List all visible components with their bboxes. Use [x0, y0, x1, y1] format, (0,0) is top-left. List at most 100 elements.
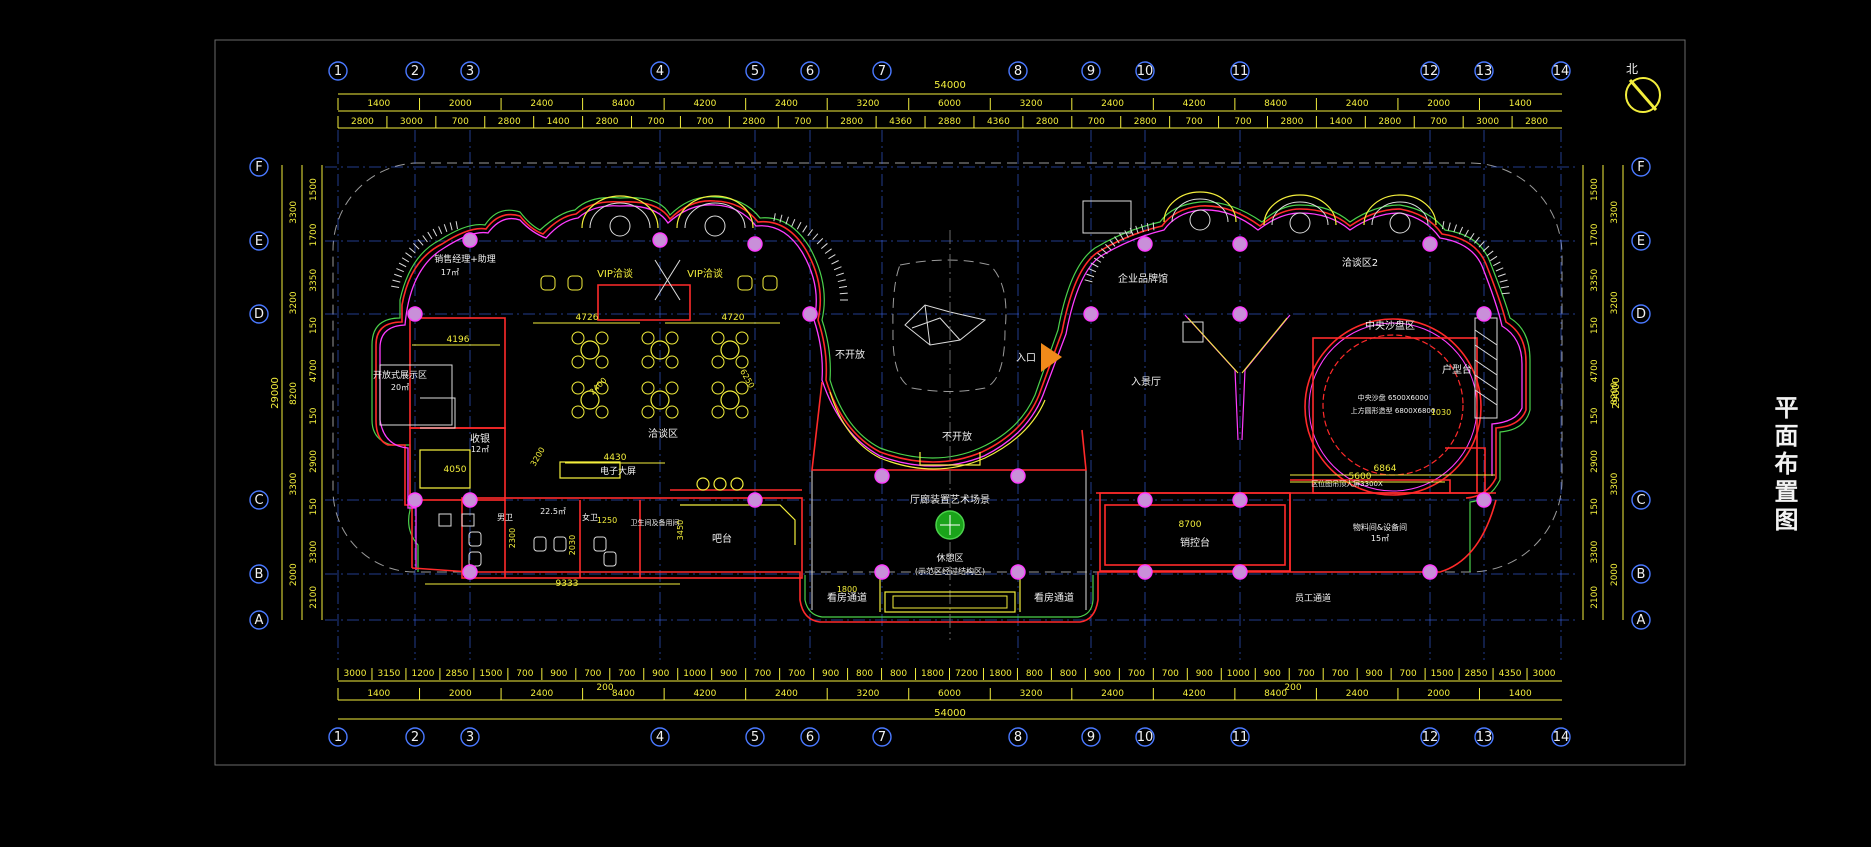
bottom-dimensions: 54000 200 200	[338, 680, 1562, 720]
axis-bubble-top-13: 13	[1474, 61, 1494, 81]
svg-text:13: 13	[1476, 64, 1493, 79]
bottom-dim1-22: 900	[1094, 669, 1111, 679]
bottom-dim1-26: 1000	[1227, 669, 1250, 679]
top-dim2-14: 2800	[1036, 117, 1059, 127]
top-dim2-9: 700	[794, 117, 811, 127]
bottom-dim1-12: 700	[754, 669, 771, 679]
label-ceiling-note: 区位图吊顶大屏3300X	[1311, 479, 1383, 488]
svg-text:14: 14	[1553, 730, 1570, 745]
axis-bubble-right-A: A	[1631, 610, 1651, 630]
top-dim2-15: 700	[1088, 117, 1105, 127]
bottom-dim2-5: 2400	[775, 689, 798, 699]
axis-bubble-top-8: 8	[1008, 61, 1028, 81]
top-dim2-0: 2800	[351, 117, 374, 127]
dim-3200: 3200	[529, 446, 547, 468]
bottom-dim1-9: 900	[652, 669, 669, 679]
bottom-dim1-21: 800	[1060, 669, 1077, 679]
svg-text:E: E	[1637, 234, 1645, 249]
bottom-dim1-5: 700	[516, 669, 533, 679]
right-mid-dim-2: 8200	[1610, 382, 1620, 405]
dim-4196: 4196	[447, 335, 470, 345]
dim-4720: 4720	[722, 313, 745, 323]
svg-text:4: 4	[656, 730, 664, 745]
right-mid-dim-0: 3300	[1610, 201, 1620, 224]
bottom-dim2-11: 8400	[1264, 689, 1287, 699]
bottom-dim1-20: 800	[1026, 669, 1043, 679]
left-mid-dim-4: 2000	[289, 563, 299, 586]
axis-bubble-top-7: 7	[872, 61, 892, 81]
bottom-total-dim: 54000	[934, 708, 966, 719]
label-back-lounge: 卫生间及备用间	[631, 518, 680, 527]
top-dim2-18: 700	[1234, 117, 1251, 127]
svg-text:1: 1	[334, 730, 342, 745]
svg-text:9: 9	[1087, 64, 1095, 79]
svg-text:12: 12	[1422, 64, 1439, 79]
svg-text:5: 5	[751, 64, 759, 79]
bottom-dim1-15: 800	[856, 669, 873, 679]
dim-3450: 3450	[676, 520, 685, 540]
bottom-dim1-8: 700	[618, 669, 635, 679]
bottom-dim1-30: 900	[1366, 669, 1383, 679]
axis-bubble-bottom-7: 7	[872, 727, 892, 747]
top-dim1-7: 6000	[938, 99, 961, 109]
label-model-path-left: 看房通道	[827, 591, 867, 604]
bottom-dim2-2: 2400	[530, 689, 553, 699]
axis-bubble-top-9: 9	[1081, 61, 1101, 81]
svg-text:D: D	[254, 307, 264, 322]
label-storage: 物料间&设备间	[1353, 522, 1407, 532]
svg-text:1: 1	[334, 64, 342, 79]
top-dim2-1: 3000	[400, 117, 423, 127]
top-dim2-7: 700	[696, 117, 713, 127]
axis-bubble-bottom-4: 4	[650, 727, 670, 747]
right-inner-dim-4: 4700	[1590, 359, 1600, 382]
right-inner-dim-6: 2900	[1590, 450, 1600, 473]
svg-text:5: 5	[751, 730, 759, 745]
top-dim1-5: 2400	[775, 99, 798, 109]
axis-bubble-top-3: 3	[460, 61, 480, 81]
bottom-dim1-16: 800	[890, 669, 907, 679]
bottom-dim1-34: 4350	[1499, 669, 1522, 679]
svg-text:6: 6	[806, 64, 814, 79]
bar-stools	[680, 477, 796, 545]
axis-bubble-left-D: D	[249, 304, 269, 324]
top-dim2-21: 2800	[1378, 117, 1401, 127]
north-arrow: 北	[1625, 62, 1661, 113]
axis-bubble-bottom-10: 10	[1135, 727, 1155, 747]
axis-bubble-left-B: B	[249, 564, 269, 584]
label-sand-note1: 中央沙盘 6500X6000	[1358, 393, 1429, 402]
dim-6864: 6864	[1374, 464, 1397, 474]
bottom-dim2-9: 2400	[1101, 689, 1124, 699]
svg-text:14: 14	[1553, 64, 1570, 79]
label-open-display: 开放式展示区	[373, 369, 427, 381]
svg-text:11: 11	[1232, 730, 1249, 745]
svg-text:2: 2	[411, 730, 419, 745]
svg-text:B: B	[255, 567, 264, 582]
axis-bubble-bottom-14: 14	[1551, 727, 1571, 747]
label-model-path-right: 看房通道	[1034, 591, 1074, 604]
label-bar: 吧台	[712, 532, 732, 545]
bottom-dim1-19: 1800	[989, 669, 1012, 679]
label-sales-office-area: 17㎡	[441, 268, 459, 277]
top-dim1-14: 1400	[1509, 99, 1532, 109]
toilet-fixtures	[438, 513, 617, 567]
top-dim1-12: 2400	[1346, 99, 1369, 109]
label-control-desk: 销控台	[1180, 536, 1210, 549]
label-entrance: 入口	[1016, 353, 1036, 364]
svg-text:7: 7	[878, 730, 886, 745]
left-inner-dim-4: 4700	[309, 359, 319, 382]
svg-text:9: 9	[1087, 730, 1095, 745]
drawing-title: 平面布置图	[1770, 395, 1798, 535]
axis-bubble-bottom-5: 5	[745, 727, 765, 747]
axis-bubble-top-1: 1	[328, 61, 348, 81]
top-dim1-2: 2400	[530, 99, 553, 109]
axis-bubble-top-12: 12	[1420, 61, 1440, 81]
left-inner-dim-8: 3300	[309, 540, 319, 563]
top-dim1-9: 2400	[1101, 99, 1124, 109]
dim-8700: 8700	[1179, 520, 1202, 530]
left-mid-dim-3: 3300	[289, 472, 299, 495]
dim-2030: 2030	[568, 535, 577, 555]
bottom-dim1-32: 1500	[1431, 669, 1454, 679]
top-dim1-0: 1400	[367, 99, 390, 109]
svg-text:13: 13	[1476, 730, 1493, 745]
dim-4050: 4050	[444, 465, 467, 475]
